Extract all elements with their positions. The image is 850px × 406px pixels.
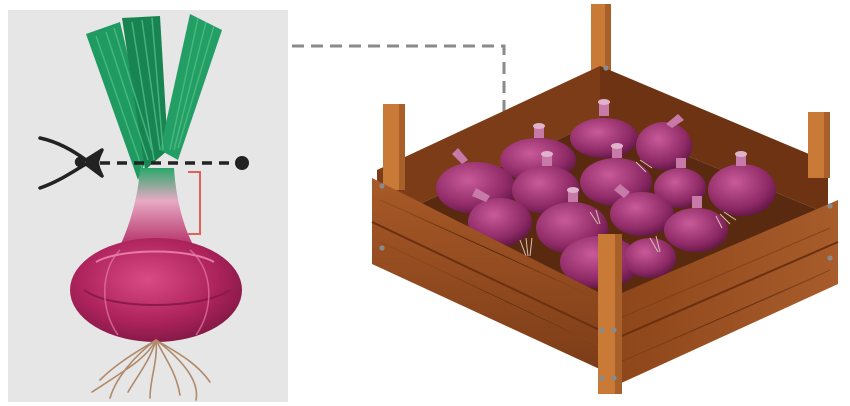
cut-line <box>100 156 249 170</box>
crate-back-left-wall <box>377 66 600 224</box>
onion-leaves <box>86 14 222 180</box>
pruning-shears-icon <box>38 136 104 190</box>
crate-front-left-wall <box>372 178 610 372</box>
neck-length-bracket <box>188 171 201 235</box>
onion-bulb <box>70 238 242 342</box>
crate-front-right-wall <box>606 200 838 390</box>
onion-roots <box>91 339 211 401</box>
crate-onion-roots <box>519 159 737 257</box>
onion-neck <box>118 168 196 250</box>
wooden-crate <box>371 4 839 394</box>
crate-onions <box>436 99 776 288</box>
crate-nails <box>379 65 833 381</box>
